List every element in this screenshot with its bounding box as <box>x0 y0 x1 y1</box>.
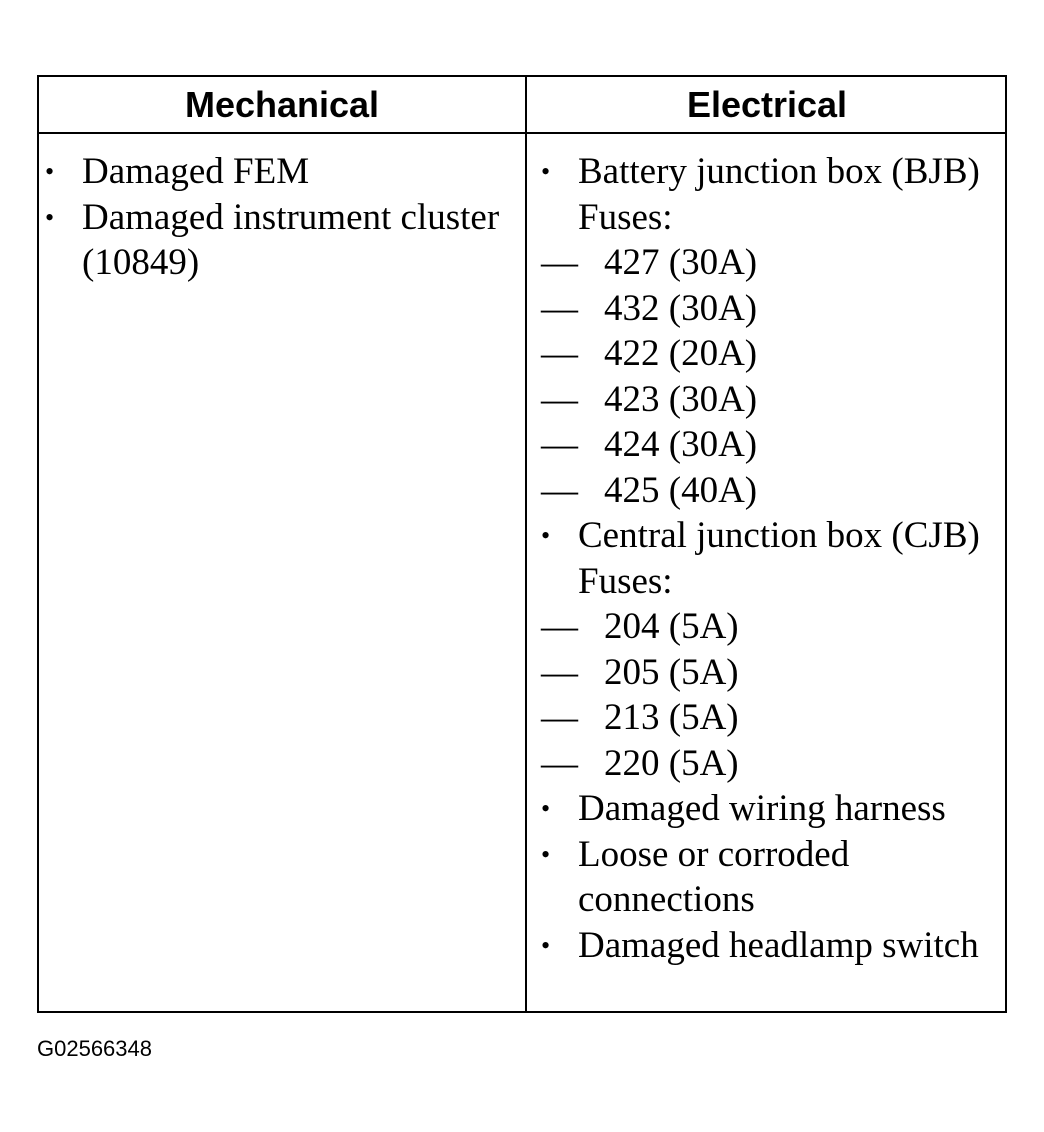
fuse-item: — 423 (30A) <box>541 377 1003 423</box>
list-item: • Loose or corroded connections <box>541 832 1003 923</box>
fuse-label: 205 (5A) <box>604 651 739 693</box>
list-item: • Damaged FEM <box>45 149 515 195</box>
mechanical-header: Mechanical <box>184 84 380 125</box>
fuse-item: — 427 (30A) <box>541 240 1003 286</box>
fuse-label: 427 (30A) <box>604 242 758 283</box>
bullet-icon: • <box>541 157 551 186</box>
fuse-label: 422 (20A) <box>604 333 758 374</box>
fuse-label: 424 (30A) <box>604 424 758 465</box>
dash-icon: — <box>541 242 578 283</box>
bullet-icon: • <box>541 930 551 960</box>
bullet-icon: • <box>541 839 551 869</box>
list-item-text: Central junction box (CJB) Fuses: <box>578 515 980 602</box>
list-item-text: Battery junction box (BJB) Fuses: <box>578 151 980 238</box>
dash-icon: — <box>541 651 578 693</box>
list-item-text: Damaged headlamp switch <box>578 924 979 966</box>
dash-icon: — <box>541 378 578 420</box>
bullet-icon: • <box>45 157 55 186</box>
fuse-item: — 213 (5A) <box>541 695 1003 741</box>
fuse-label: 220 (5A) <box>604 742 739 784</box>
fuse-item: — 220 (5A) <box>541 741 1003 787</box>
fuse-label: 213 (5A) <box>604 697 739 738</box>
header-rule <box>39 132 1005 134</box>
list-item-text: Loose or corroded connections <box>578 833 850 921</box>
electrical-list: •Battery junction box (BJB) Fuses:—427 (… <box>541 149 1003 968</box>
fuse-item: — 425 (40A) <box>541 468 1003 514</box>
list-item: • Damaged headlamp switch <box>541 923 1003 969</box>
fuse-label: 204 (5A) <box>604 606 739 647</box>
list-item-text: Damaged wiring harness <box>578 788 946 829</box>
electrical-header: Electrical <box>686 84 848 125</box>
list-item: • Damaged wiring harness <box>541 786 1003 832</box>
bullet-icon: • <box>541 521 551 550</box>
list-item-text: Damaged instrument cluster (10849) <box>82 196 500 284</box>
fuse-item: — 424 (30A) <box>541 422 1003 468</box>
list-item-text: Damaged FEM <box>82 151 310 192</box>
bullet-icon: • <box>541 794 551 823</box>
bullet-icon: • <box>45 202 55 232</box>
dash-icon: — <box>541 424 578 465</box>
fuse-item: — 432 (30A) <box>541 286 1003 332</box>
fuse-label: 425 (40A) <box>604 469 758 511</box>
dash-icon: — <box>541 333 578 374</box>
dash-icon: — <box>541 606 578 647</box>
list-item: • Battery junction box (BJB) Fuses: <box>541 149 1003 240</box>
dash-icon: — <box>541 697 578 738</box>
fuse-label: 432 (30A) <box>604 287 758 329</box>
fuse-label: 423 (30A) <box>604 378 758 420</box>
dash-icon: — <box>541 469 578 511</box>
list-item: • Damaged instrument cluster (10849) <box>45 195 515 286</box>
fuse-item: — 205 (5A) <box>541 650 1003 696</box>
fuse-item: — 204 (5A) <box>541 604 1003 650</box>
symptom-table: Mechanical Electrical • Damaged FEM • Damag… <box>37 75 1007 1013</box>
list-item: • Central junction box (CJB) Fuses: <box>541 513 1003 604</box>
mechanical-list: • Damaged FEM • Damaged instrument cluster … <box>45 149 515 286</box>
dash-icon: — <box>541 742 578 784</box>
fuse-item: — 422 (20A) <box>541 331 1003 377</box>
dash-icon: — <box>541 287 578 329</box>
column-divider <box>525 77 527 1011</box>
figure-id: G02566348 <box>37 1036 152 1061</box>
